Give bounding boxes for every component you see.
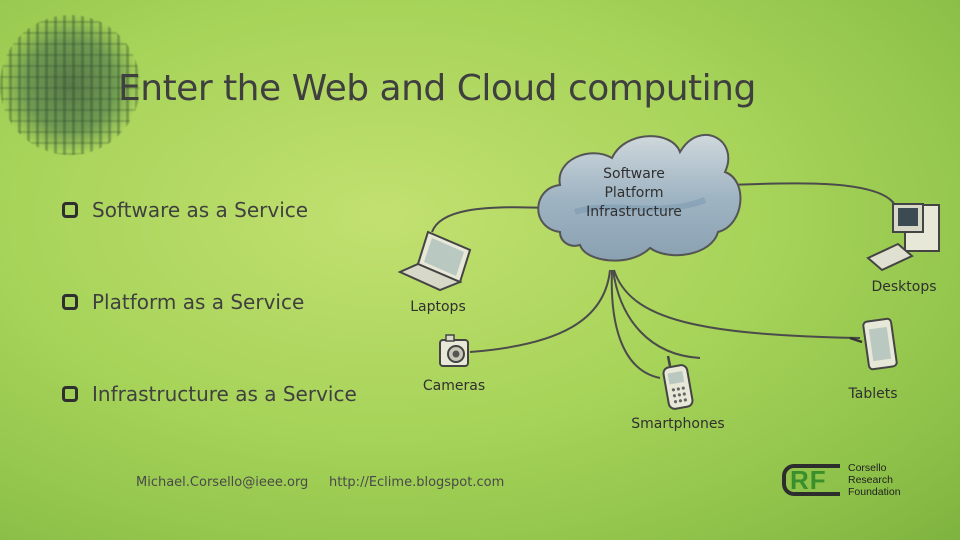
logo-word: Research: [848, 474, 893, 486]
smartphone-icon: [662, 355, 694, 410]
line-to-smartphones: [610, 269, 661, 379]
logo-word: Corsello: [848, 462, 887, 474]
label-laptops: Laptops: [410, 299, 466, 315]
circuit-board-image: [0, 15, 140, 155]
footer-email[interactable]: Michael.Corsello@ieee.org: [136, 475, 309, 490]
line-branch: [612, 269, 701, 359]
line-to-laptops: [431, 206, 546, 233]
line-to-desktops: [729, 182, 896, 206]
line-to-cameras: [469, 269, 611, 353]
cloud-label-infrastructure: Infrastructure: [586, 204, 682, 220]
bullet-item: Infrastructure as a Service: [62, 380, 402, 408]
logo-words: Corsello Research Foundation: [848, 462, 901, 498]
label-desktops: Desktops: [871, 279, 936, 295]
logo-letters: RF: [790, 465, 827, 495]
label-cameras: Cameras: [423, 378, 485, 394]
bullet-list: Software as a Service Platform as a Serv…: [62, 196, 402, 408]
laptop-icon: [397, 230, 472, 292]
square-bullet-icon: [62, 386, 78, 402]
square-bullet-icon: [62, 294, 78, 310]
cloud-label-platform: Platform: [604, 185, 663, 201]
slide-title: Enter the Web and Cloud computing: [118, 68, 756, 109]
tablet-icon: [849, 317, 898, 371]
cloud-icon: [537, 133, 742, 262]
line-to-tablets: [613, 269, 861, 339]
label-tablets: Tablets: [848, 386, 898, 402]
bullet-text: Infrastructure as a Service: [92, 382, 357, 406]
desktop-icon: [866, 203, 940, 272]
bullet-text: Platform as a Service: [92, 290, 305, 314]
connection-lines: [431, 182, 896, 379]
crf-logo: RF Corsello Research Foundation: [782, 462, 912, 500]
bullet-item: Platform as a Service: [62, 288, 402, 316]
camera-icon: [439, 334, 469, 367]
cloud-label-software: Software: [603, 166, 665, 182]
bullet-item: Software as a Service: [62, 196, 402, 224]
square-bullet-icon: [62, 202, 78, 218]
bullet-text: Software as a Service: [92, 198, 309, 222]
footer-url[interactable]: http://Eclime.blogspot.com: [329, 475, 505, 490]
logo-c-mark: [782, 464, 840, 496]
label-smartphones: Smartphones: [631, 416, 724, 432]
logo-word: Foundation: [848, 486, 901, 498]
